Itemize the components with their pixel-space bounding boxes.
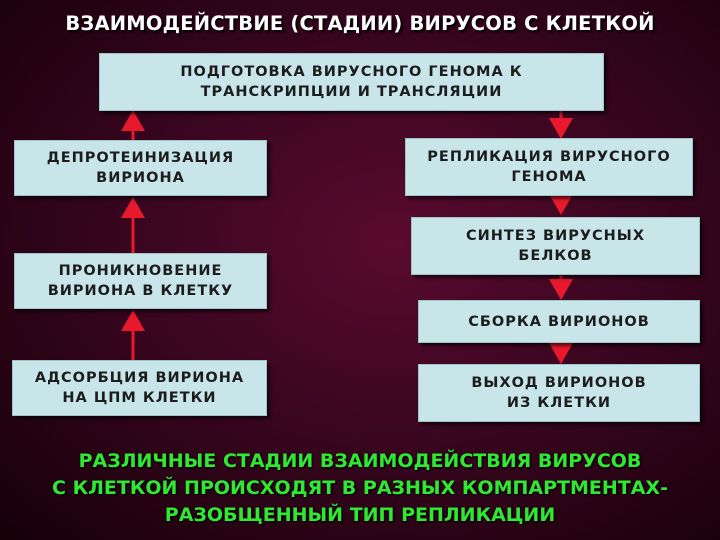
stage-preparation: ПОДГОТОВКА ВИРУСНОГО ГЕНОМА К ТРАНСКРИПЦ… bbox=[99, 53, 604, 111]
stage-penetration: ПРОНИКНОВЕНИЕ ВИРИОНА В КЛЕТКУ bbox=[14, 253, 267, 309]
page-title: ВЗАИМОДЕЙСТВИЕ (СТАДИИ) ВИРУСОВ С КЛЕТКО… bbox=[65, 12, 655, 35]
footer-note: РАЗЛИЧНЫЕ СТАДИИ ВЗАИМОДЕЙСТВИЯ ВИРУСОВ … bbox=[52, 450, 668, 526]
stage-exit: ВЫХОД ВИРИОНОВ ИЗ КЛЕТКИ bbox=[418, 364, 700, 422]
stage-protein-synthesis: СИНТЕЗ ВИРУСНЫХ БЕЛКОВ bbox=[411, 217, 700, 275]
stage-assembly: СБОРКА ВИРИОНОВ bbox=[418, 300, 700, 343]
stage-adsorption: АДСОРБЦИЯ ВИРИОНА НА ЦПМ КЛЕТКИ bbox=[12, 360, 267, 416]
stage-deproteinization: ДЕПРОТЕИНИЗАЦИЯ ВИРИОНА bbox=[14, 140, 267, 196]
stage-replication: РЕПЛИКАЦИЯ ВИРУСНОГО ГЕНОМА bbox=[405, 138, 693, 196]
